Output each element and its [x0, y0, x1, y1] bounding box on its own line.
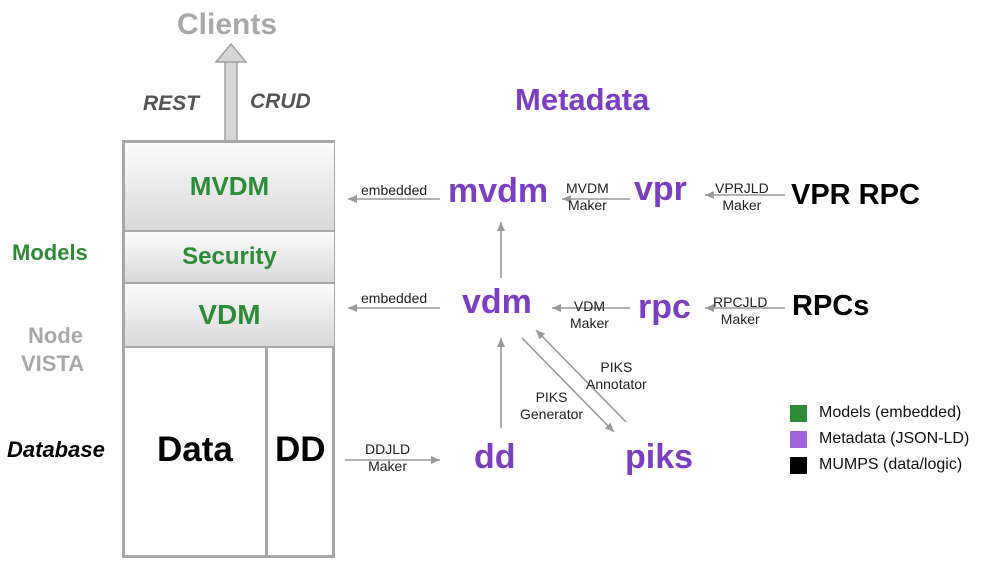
arrow-piks-vdm: [535, 329, 627, 423]
node-label: Node: [28, 323, 83, 348]
models-label: Models: [12, 240, 88, 265]
mvdm-node: mvdm: [448, 172, 549, 210]
rest-label: REST: [143, 92, 200, 115]
piks-annotator-label: PIKS Annotator: [586, 359, 647, 392]
legend-item-models: Models (embedded): [819, 404, 962, 421]
vdm-layer-label: VDM: [198, 299, 261, 330]
security-layer-label: Security: [182, 243, 277, 270]
dd-layer-label: DD: [275, 430, 326, 469]
vdm-maker-label: VDM Maker: [570, 298, 609, 331]
rpcs-source: RPCs: [792, 290, 870, 322]
vpr-rpc-source: VPR RPC: [791, 179, 920, 211]
mvdm-layer: MVDM: [125, 143, 334, 232]
legend-swatch-models: [790, 405, 807, 422]
dd-layer-divider: [265, 348, 268, 556]
mvdm-maker-label: MVDM Maker: [566, 180, 609, 213]
metadata-title: Metadata: [515, 82, 650, 117]
legend-item-mumps: MUMPS (data/logic): [819, 456, 963, 473]
vprjld-maker-label: VPRJLD Maker: [715, 180, 769, 213]
arrow-vdm-piks: [521, 337, 615, 433]
piks-node: piks: [625, 438, 694, 476]
security-layer: Security: [125, 232, 334, 284]
mvdm-layer-label: MVDM: [189, 171, 270, 201]
dd-node: dd: [474, 438, 516, 476]
ddjld-maker-label: DDJLD Maker: [365, 441, 411, 474]
database-label: Database: [7, 437, 105, 462]
rpc-node: rpc: [638, 288, 691, 326]
data-layer-label: Data: [157, 430, 233, 469]
piks-generator-label: PIKS Generator: [520, 389, 584, 422]
crud-label: CRUD: [250, 90, 311, 113]
legend-swatch-mumps: [790, 457, 807, 474]
vdm-node: vdm: [462, 283, 532, 321]
embedded-label-top: embedded: [361, 182, 428, 198]
legend-item-metadata: Metadata (JSON-LD): [819, 430, 970, 447]
embedded-label-bottom: embedded: [361, 290, 428, 306]
vpr-node: vpr: [634, 170, 687, 208]
vista-label: VISTA: [21, 351, 85, 376]
vdm-layer: VDM: [125, 284, 334, 348]
rpcjld-maker-label: RPCJLD Maker: [713, 294, 768, 327]
clients-label: Clients: [177, 8, 278, 41]
legend-swatch-metadata: [790, 431, 807, 448]
